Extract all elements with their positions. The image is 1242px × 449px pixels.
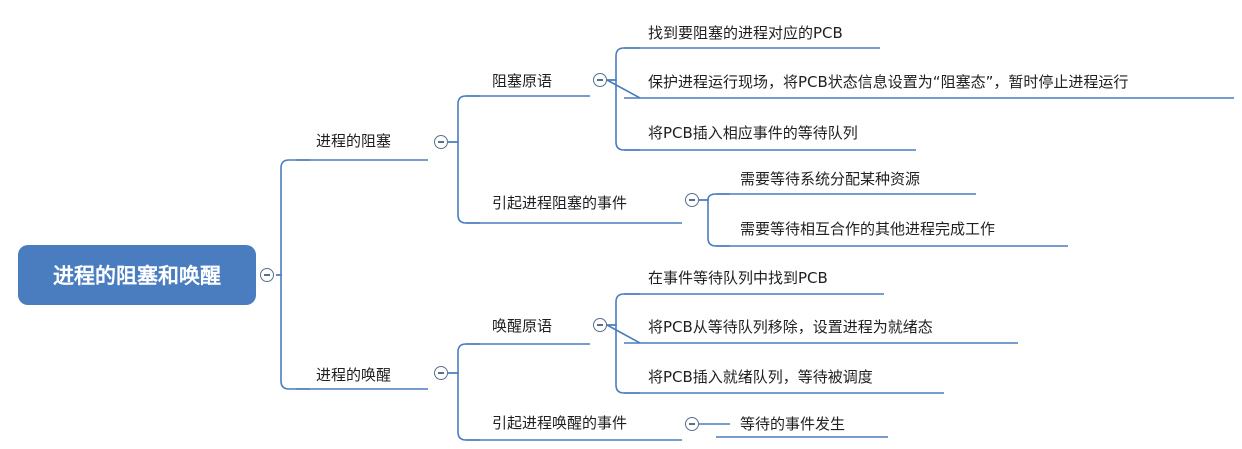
- collapse-icon-block-events[interactable]: [685, 193, 699, 207]
- collapse-icon-wake[interactable]: [434, 366, 448, 380]
- edge-block-primitive: [448, 95, 480, 143]
- leaf-block-3[interactable]: 将PCB插入相应事件的等待队列: [648, 124, 858, 142]
- collapse-icon-block-primitive[interactable]: [593, 73, 607, 87]
- root-node[interactable]: 进程的阻塞和唤醒: [18, 245, 256, 305]
- collapse-icon-block[interactable]: [434, 135, 448, 149]
- root-label: 进程的阻塞和唤醒: [53, 264, 221, 288]
- edge-root-block: [276, 159, 310, 276]
- collapse-icon-wake-primitive[interactable]: [593, 318, 607, 332]
- collapse-icon-root[interactable]: [260, 268, 274, 282]
- node-wake-events[interactable]: 引起进程唤醒的事件: [492, 414, 628, 432]
- collapse-icon-wake-events[interactable]: [685, 417, 699, 431]
- node-block-events[interactable]: 引起进程阻塞的事件: [492, 194, 628, 212]
- branch-block[interactable]: 进程的阻塞: [316, 132, 392, 150]
- branch-wake[interactable]: 进程的唤醒: [316, 366, 392, 384]
- edge-wake-primitive: [448, 343, 480, 374]
- leaf-wake-3[interactable]: 将PCB插入就绪队列，等待被调度: [648, 368, 873, 386]
- leaf-wake-2[interactable]: 将PCB从等待队列移除，设置进程为就绪态: [648, 318, 933, 336]
- leaf-block-event-1[interactable]: 需要等待系统分配某种资源: [740, 170, 921, 188]
- leaf-block-event-2[interactable]: 需要等待相互合作的其他进程完成工作: [740, 220, 996, 238]
- leaf-wake-1[interactable]: 在事件等待队列中找到PCB: [648, 269, 828, 287]
- leaf-block-2[interactable]: 保护进程运行现场，将PCB状态信息设置为“阻塞态”，暂时停止进程运行: [648, 73, 1129, 91]
- edge-block-events: [448, 141, 480, 224]
- leaf-block-1[interactable]: 找到要阻塞的进程对应的PCB: [648, 24, 843, 42]
- leaf-wake-event-1[interactable]: 等待的事件发生: [740, 415, 846, 433]
- node-block-primitive[interactable]: 阻塞原语: [492, 72, 553, 90]
- edge-wake-events: [448, 372, 480, 441]
- edge-root-wake: [276, 274, 310, 390]
- node-wake-primitive[interactable]: 唤醒原语: [492, 317, 553, 335]
